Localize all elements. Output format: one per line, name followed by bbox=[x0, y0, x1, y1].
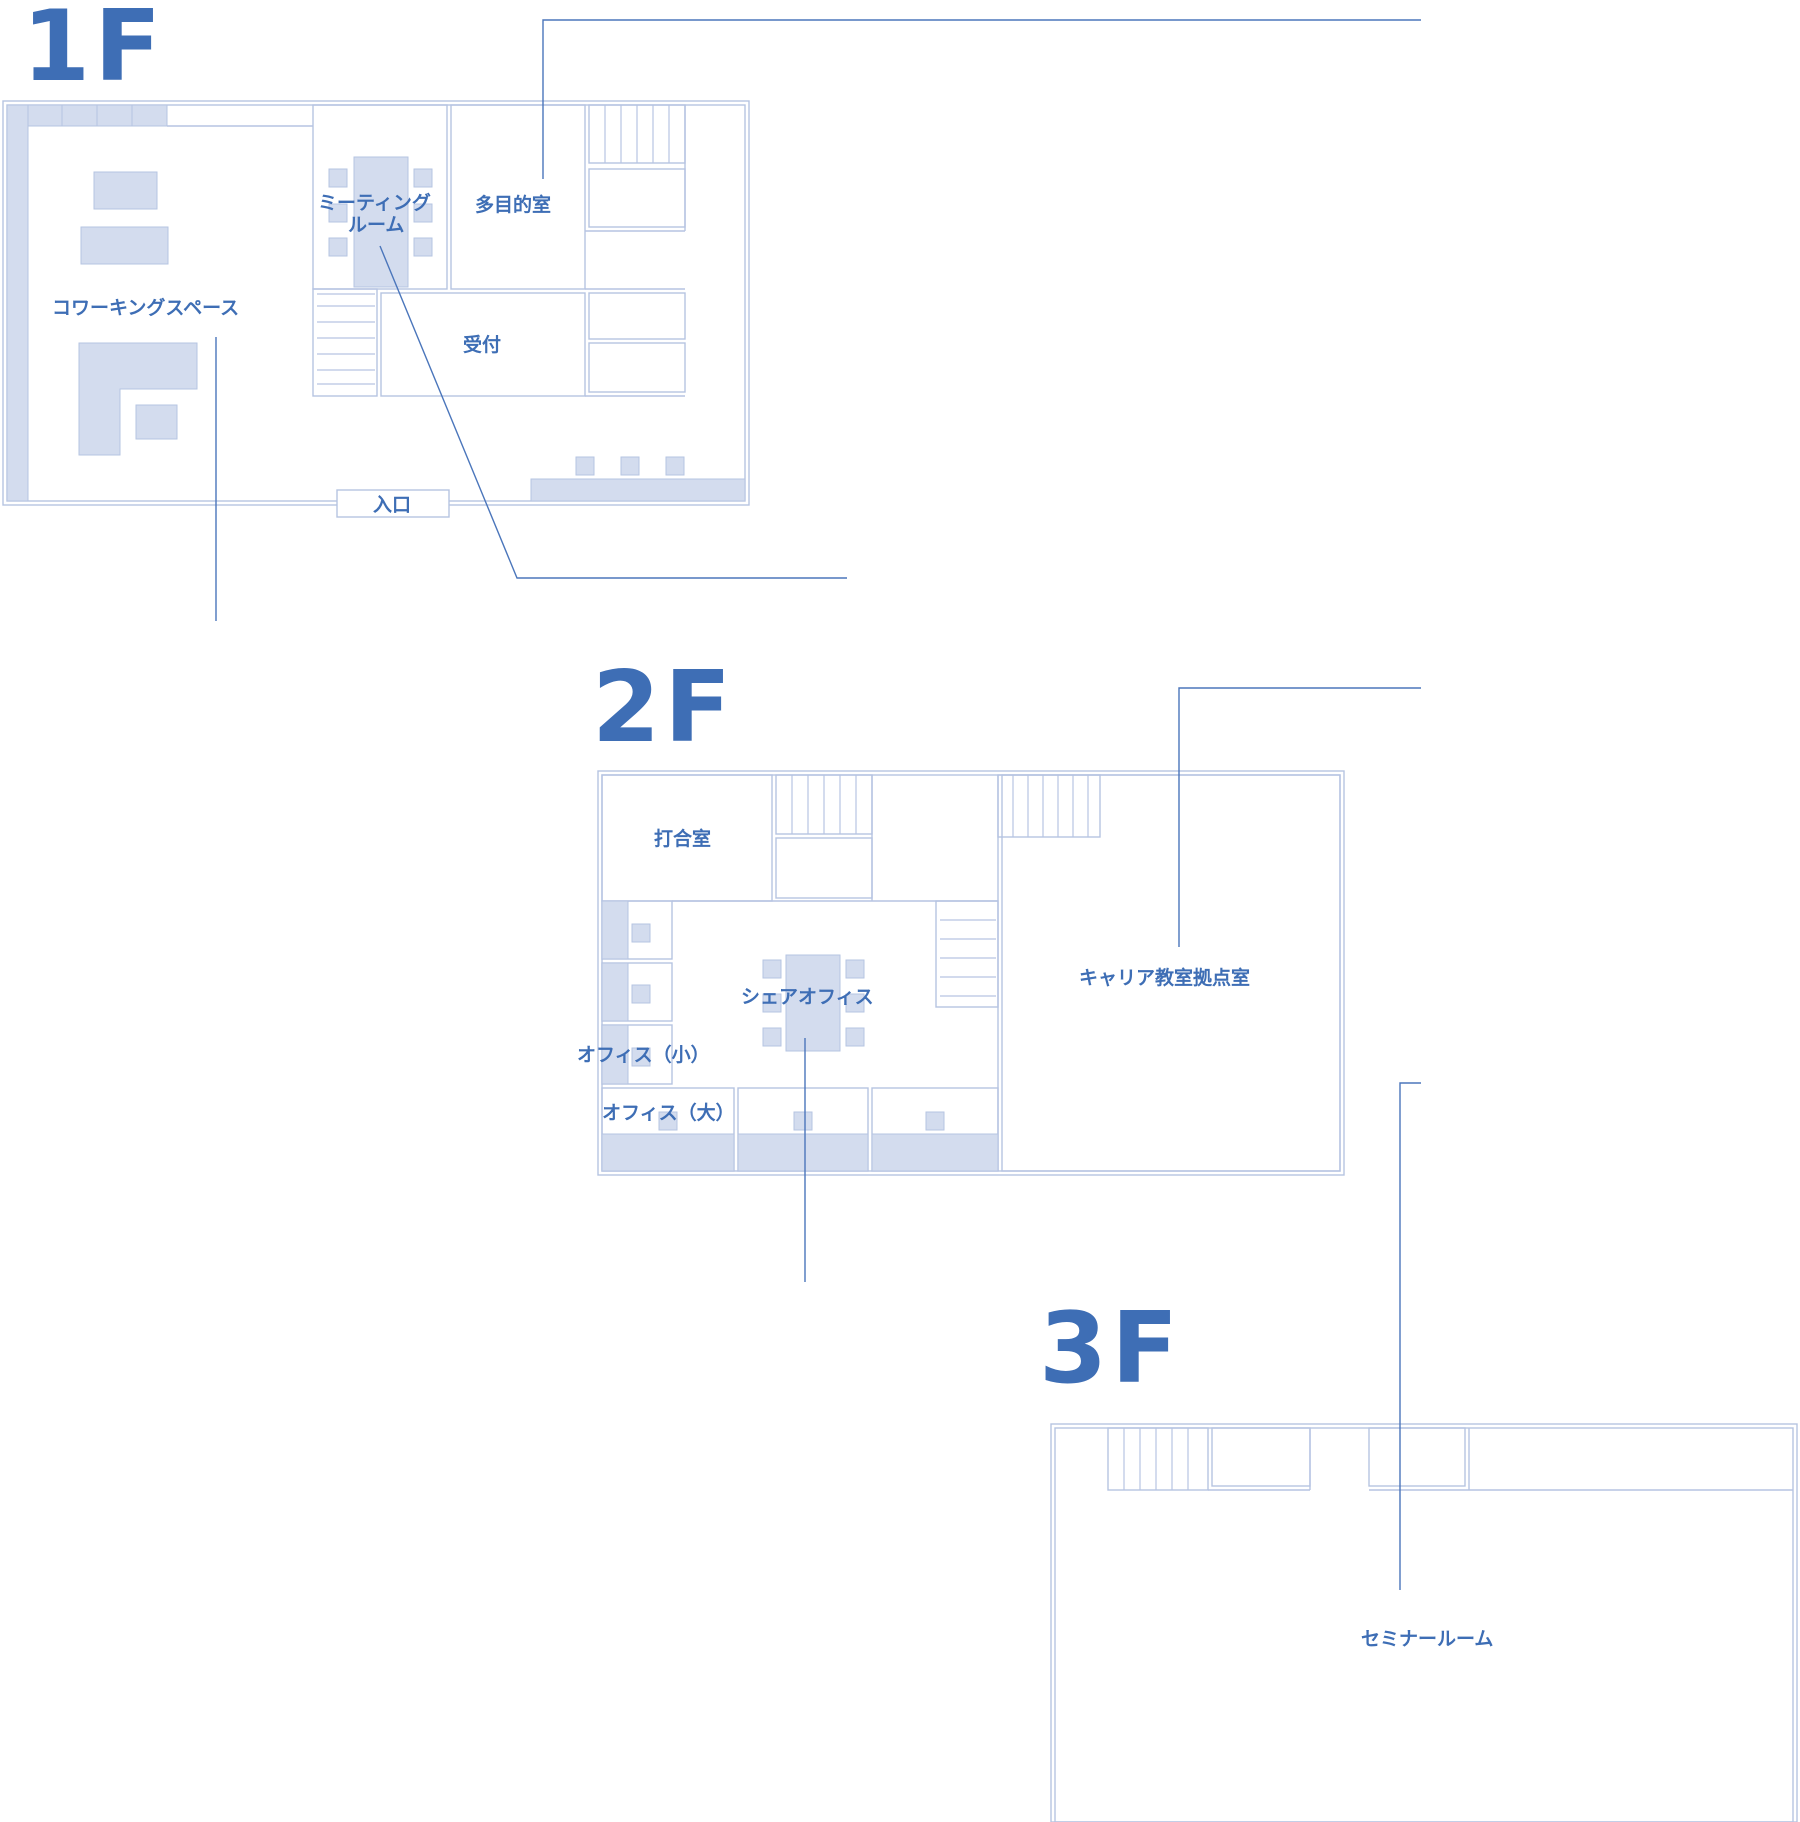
floor-2f-chair bbox=[845, 993, 865, 1013]
floor-3f-storage bbox=[1211, 1427, 1311, 1487]
floor-3f-stairs bbox=[1107, 1427, 1209, 1491]
floor-1f-reception bbox=[380, 292, 586, 397]
floor-2f-desk bbox=[601, 962, 629, 1022]
floor-1f-reception-label: 受付 bbox=[463, 333, 501, 356]
floor-3f-label: 3F bbox=[1039, 1292, 1182, 1406]
floor-2f-desk bbox=[601, 900, 629, 960]
floor-1f-stool bbox=[665, 456, 685, 476]
floor-2f-desk bbox=[601, 1133, 735, 1172]
floor-1f-entrance-box bbox=[336, 489, 450, 518]
floor-1f-storage bbox=[588, 168, 686, 228]
floor-2f-chair bbox=[845, 959, 865, 979]
floor-2f-meeting-small-label: 打合室 bbox=[654, 827, 711, 850]
floor-2f-chair bbox=[658, 1111, 678, 1131]
floor-2f-label: 2F bbox=[592, 651, 735, 765]
floor-2f-storage bbox=[775, 837, 873, 899]
floor-3f-seminar-label: セミナールーム bbox=[1361, 1628, 1493, 1650]
floor-1f-leader-multipurpose bbox=[542, 19, 1421, 179]
floor-1f-meeting-room bbox=[312, 104, 448, 290]
floor-2f-leader-career bbox=[1178, 687, 1421, 947]
floor-2f-chair bbox=[762, 993, 782, 1013]
floor-2f: 2F bbox=[577, 651, 1421, 1282]
floor-1f-multipurpose-room bbox=[450, 104, 586, 290]
floor-3f-storage bbox=[1368, 1427, 1466, 1487]
floor-1f-locker bbox=[61, 104, 98, 127]
floor-1f-meeting-label-line2: ルーム bbox=[348, 214, 404, 236]
floor-1f-stairs bbox=[312, 288, 378, 397]
floor-3f-outer-wall bbox=[1050, 1423, 1798, 1822]
floor-2f-chair bbox=[631, 923, 651, 943]
floor-2f-outer-wall bbox=[597, 770, 1345, 1176]
floor-1f-table bbox=[93, 171, 158, 210]
floor-1f-multipurpose-label: 多目的室 bbox=[475, 193, 551, 216]
floor-2f-chair bbox=[845, 1027, 865, 1047]
floor-1f-locker bbox=[27, 104, 63, 127]
floor-2f-stairs bbox=[935, 900, 999, 1008]
floor-2f-chair bbox=[631, 1047, 651, 1067]
floor-1f: 1F bbox=[2, 0, 1421, 621]
floor-1f-locker bbox=[96, 104, 133, 127]
floor-1f-storage bbox=[588, 342, 686, 393]
floor-1f-chair bbox=[328, 203, 348, 223]
floor-1f-chair bbox=[413, 168, 433, 188]
floor-3f: 3F セミナールーム bbox=[1039, 1082, 1798, 1822]
floor-2f-share-table bbox=[785, 954, 841, 1052]
floor-2f-chair bbox=[925, 1111, 945, 1131]
floor-1f-coworking-label: コワーキングスペース bbox=[52, 296, 239, 319]
floor-2f-chair bbox=[762, 959, 782, 979]
floor-1f-stool bbox=[620, 456, 640, 476]
floor-1f-meeting-table bbox=[353, 156, 409, 288]
floor-1f-leader-meeting bbox=[379, 245, 847, 579]
floor-1f-chair bbox=[413, 203, 433, 223]
floor-2f-chair bbox=[793, 1111, 813, 1131]
floor-2f-desk bbox=[871, 1133, 999, 1172]
floor-1f-stool bbox=[575, 456, 595, 476]
floor-2f-career-room bbox=[1001, 774, 1341, 1172]
floor-1f-chair bbox=[413, 237, 433, 257]
floor-1f-l-counter bbox=[78, 342, 198, 456]
floor-1f-meeting-label-line1: ミーティング bbox=[318, 191, 431, 214]
floor-2f-office-large-label: オフィス（大） bbox=[602, 1101, 735, 1124]
floor-2f-chair bbox=[762, 1027, 782, 1047]
floor-3f-inner-wall bbox=[1054, 1427, 1794, 1822]
floor-2f-desk bbox=[737, 1133, 869, 1172]
floor-3f-leader-seminar bbox=[1399, 1082, 1421, 1590]
floor-1f-entrance-label: 入口 bbox=[373, 494, 411, 516]
floor-2f-desk bbox=[601, 1024, 629, 1085]
floor-1f-bottom-counter bbox=[530, 478, 746, 502]
floor-1f-chair bbox=[328, 168, 348, 188]
floor-2f-chair bbox=[631, 984, 651, 1004]
floor-1f-table bbox=[135, 404, 178, 440]
floor-1f-locker bbox=[131, 104, 168, 127]
floor-1f-table bbox=[80, 226, 169, 265]
floor-1f-left-counter bbox=[6, 104, 29, 502]
floor-1f-storage bbox=[588, 292, 686, 340]
floor-1f-chair bbox=[328, 237, 348, 257]
floor-2f-career-label: キャリア教室拠点室 bbox=[1079, 966, 1250, 989]
floor-2f-office-small-label: オフィス（小） bbox=[577, 1043, 710, 1066]
floor-2f-share-office-label: シェアオフィス bbox=[741, 986, 874, 1008]
floor-1f-label: 1F bbox=[22, 0, 165, 104]
